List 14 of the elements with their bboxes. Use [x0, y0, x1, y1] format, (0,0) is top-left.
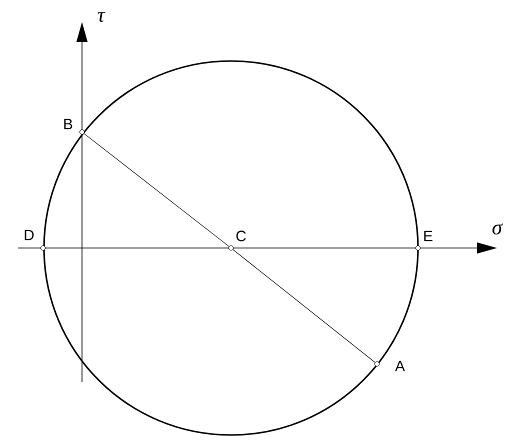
point-marker — [228, 245, 234, 251]
point-marker — [374, 361, 380, 367]
point-label: D — [24, 230, 34, 240]
point-label: E — [424, 230, 432, 242]
point-marker — [40, 245, 46, 251]
axis-label: σ — [492, 224, 503, 235]
point-label: C — [236, 230, 246, 242]
point-marker — [415, 245, 421, 251]
radius-line — [232, 249, 376, 363]
axis-label: τ — [98, 12, 106, 22]
point-marker — [79, 129, 85, 135]
radius-line — [84, 133, 230, 247]
point-label: A — [395, 360, 405, 372]
point-label: B — [64, 118, 72, 130]
